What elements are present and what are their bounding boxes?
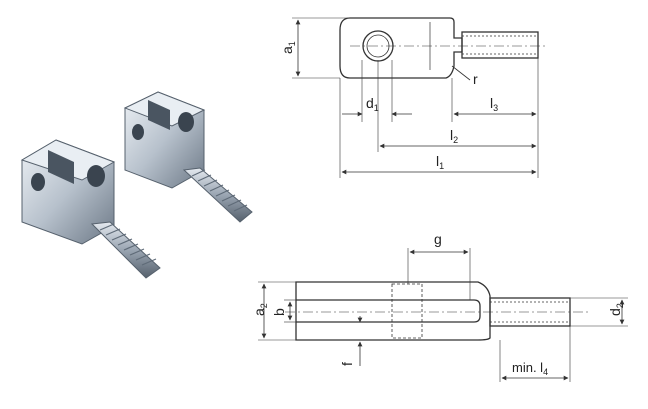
side-view-drawing [258, 248, 628, 382]
top-view-thread-outline [461, 31, 539, 59]
label-a2: a2 [251, 303, 269, 316]
label-d2: d2 [607, 303, 625, 316]
label-min-l4: min. l4 [512, 360, 548, 377]
clevis-part-back [123, 91, 253, 223]
label-a1: a1 [279, 41, 297, 54]
side-view-body-outline [295, 281, 491, 341]
label-g: g [434, 231, 442, 247]
label-d1: d1 [366, 95, 379, 113]
top-view-body-outline [339, 17, 463, 79]
dim-r-leader [451, 65, 471, 81]
label-l3: l3 [490, 95, 498, 113]
label-l2: l2 [450, 127, 458, 145]
side-view-pin-hole-hidden [391, 283, 423, 339]
label-b: b [271, 308, 287, 316]
label-l1: l1 [436, 153, 444, 171]
top-view-drawing [292, 17, 545, 178]
clevis-part-front [20, 139, 161, 279]
label-f: f [339, 362, 355, 366]
clevis-photo [20, 91, 253, 279]
label-r: r [473, 71, 478, 87]
